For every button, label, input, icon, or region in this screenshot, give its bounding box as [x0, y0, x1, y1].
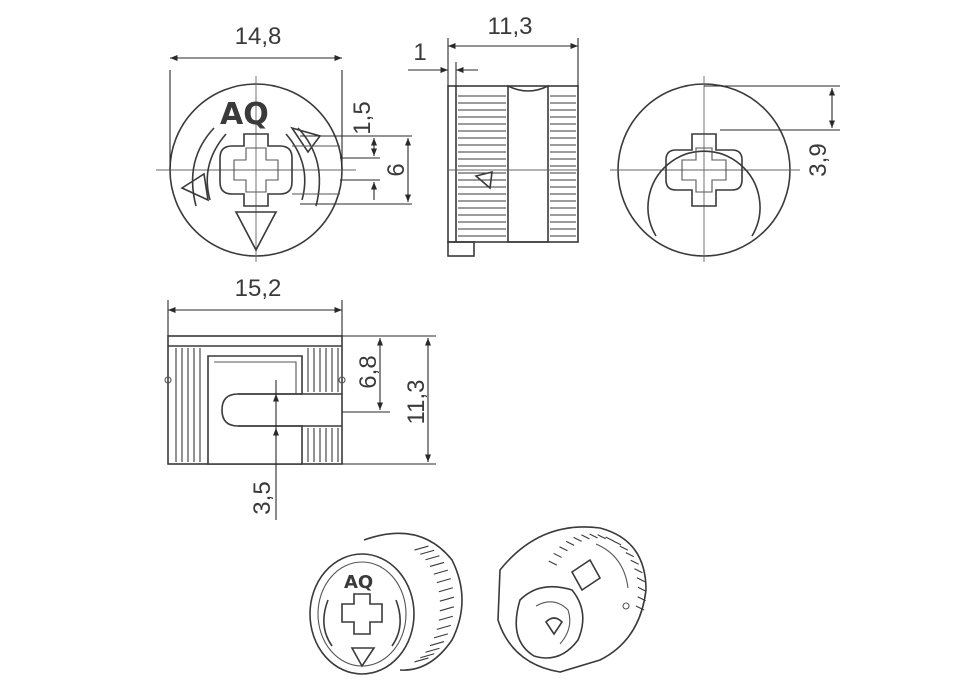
rib-line: [565, 540, 575, 546]
rib-line: [605, 536, 614, 542]
dim-bottom-width: 15,2: [167, 275, 343, 336]
label-offset-small: 1,5: [349, 101, 376, 134]
rib-line: [548, 560, 558, 566]
rib-line: [612, 540, 622, 546]
rib-line: [436, 624, 451, 630]
rib-line: [425, 647, 440, 653]
rib-line: [436, 578, 451, 584]
label-bottom-mid: 6,8: [355, 355, 382, 388]
rib-line: [425, 555, 440, 561]
label-right-depth: 3,9: [805, 143, 832, 176]
iso-view-back: [497, 526, 647, 673]
rib-line: [438, 587, 454, 593]
label-bottom-slot: 3,5: [249, 481, 276, 514]
rib-line: [439, 606, 455, 612]
iso-view-front: AQ: [309, 532, 463, 675]
dim-side: 11,3 1: [408, 13, 579, 86]
rib-line: [573, 536, 582, 542]
rib-line: [438, 615, 454, 621]
rib-line: [439, 596, 455, 602]
rib-line: [420, 653, 435, 659]
bottom-view: [164, 335, 346, 465]
label-wall: 1: [413, 39, 426, 66]
label-top-width: 14,8: [235, 23, 282, 50]
label-side-length: 11,3: [488, 13, 533, 40]
brand-logo: AQ: [220, 97, 269, 132]
rib-line: [433, 569, 449, 575]
label-bottom-height: 11,3: [403, 380, 430, 425]
rib-line: [637, 586, 647, 592]
label-bottom-width: 15,2: [235, 275, 282, 302]
rear-view: [610, 76, 800, 262]
side-view: [447, 84, 579, 257]
rib-line: [619, 545, 629, 551]
rib-line: [429, 641, 445, 647]
rib-line: [414, 657, 429, 663]
dim-bottom-slot: 3,5: [249, 380, 280, 520]
dim-bottom-right: 6,8 11,3: [342, 335, 436, 465]
rib-line: [635, 605, 645, 611]
rib-line: [553, 552, 562, 558]
rib-line: [429, 561, 445, 567]
dim-rear: 3,9: [704, 85, 840, 177]
rib-line: [597, 534, 606, 540]
label-slot-height: 6: [383, 163, 410, 176]
dim-top-width: 14,8: [169, 23, 343, 170]
front-view: AQ: [156, 76, 356, 262]
brand-logo-small: AQ: [344, 572, 373, 593]
rib-line: [630, 559, 639, 565]
rib-line: [414, 545, 429, 551]
rib-line: [433, 633, 449, 639]
rib-line: [637, 596, 646, 602]
rib-line: [420, 549, 435, 555]
rib-line: [589, 533, 598, 539]
rib-line: [634, 568, 643, 574]
rib-line: [559, 546, 568, 552]
dim-front-right: 1,5 6: [300, 101, 412, 205]
rib-line: [636, 577, 646, 583]
rib-line: [625, 552, 635, 558]
rib-line: [581, 534, 590, 540]
